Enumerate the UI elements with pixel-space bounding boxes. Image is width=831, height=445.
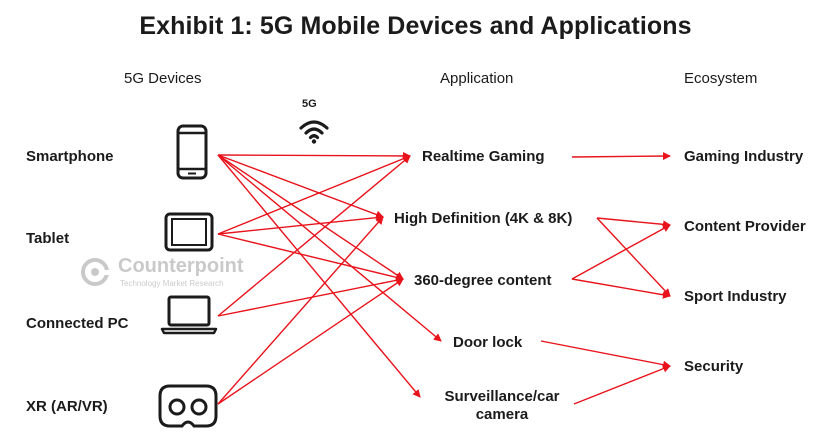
device-label-connected-pc: Connected PC <box>26 315 129 332</box>
arrow-device-1-to-app-1 <box>217 213 384 235</box>
column-header-ecosystem: Ecosystem <box>684 70 758 87</box>
wifi-label: 5G <box>302 98 317 110</box>
app-label-surveillance-line2: camera <box>475 406 529 423</box>
arrow-app-1-to-ecosystem-2 <box>596 217 671 297</box>
ecosystem-label-gaming: Gaming Industry <box>684 148 804 165</box>
device-label-xr: XR (AR/VR) <box>26 398 108 415</box>
vr-headset-icon <box>158 384 218 428</box>
smartphone-icon <box>176 124 208 180</box>
arrow-device-2-to-app-2 <box>217 276 404 317</box>
arrow-app-2-to-ecosystem-2 <box>571 278 671 299</box>
arrow-device-3-to-app-1 <box>217 216 384 405</box>
ecosystem-label-security: Security <box>684 358 744 375</box>
arrow-device-0-to-app-2 <box>217 154 404 280</box>
counterpoint-logo-icon <box>81 258 109 286</box>
arrow-device-2-to-app-0 <box>217 155 411 317</box>
app-label-surveillance-line1: Surveillance/car <box>444 388 560 405</box>
counterpoint-watermark: Counterpoint Technology Market Research <box>80 255 270 291</box>
arrow-device-3-to-app-2 <box>217 278 404 405</box>
device-label-smartphone: Smartphone <box>26 148 114 165</box>
device-label-tablet: Tablet <box>26 230 70 247</box>
arrow-app-3-to-ecosystem-3 <box>540 340 671 369</box>
column-header-devices: 5G Devices <box>124 70 202 87</box>
app-label-360-content: 360-degree content <box>414 272 552 289</box>
app-label-realtime-gaming: Realtime Gaming <box>422 148 545 165</box>
arrow-app-0-to-ecosystem-0 <box>571 152 671 161</box>
wifi-icon <box>299 120 329 144</box>
arrow-device-1-to-app-2 <box>217 233 404 282</box>
arrow-app-1-to-ecosystem-1 <box>596 217 671 229</box>
arrow-device-0-to-app-4 <box>217 154 421 398</box>
watermark-tagline: Technology Market Research <box>120 279 224 288</box>
arrow-device-0-to-app-3 <box>217 154 442 342</box>
app-label-high-definition: High Definition (4K & 8K) <box>394 210 573 227</box>
arrow-app-4-to-ecosystem-3 <box>573 364 671 405</box>
ecosystem-label-sport: Sport Industry <box>684 288 787 305</box>
arrow-device-0-to-app-1 <box>217 154 384 219</box>
arrow-app-2-to-ecosystem-1 <box>571 224 671 280</box>
app-label-surveillance: Surveillance/car camera <box>432 388 572 424</box>
tablet-icon <box>164 212 214 252</box>
column-header-application: Application <box>440 70 514 87</box>
watermark-brand: Counterpoint <box>118 255 244 277</box>
arrow-device-0-to-app-0 <box>217 151 411 160</box>
laptop-icon <box>160 295 218 335</box>
app-label-door-lock: Door lock <box>453 334 523 351</box>
arrow-device-1-to-app-0 <box>217 154 411 235</box>
diagram-title: Exhibit 1: 5G Mobile Devices and Applica… <box>139 12 692 40</box>
ecosystem-label-content: Content Provider <box>684 218 806 235</box>
